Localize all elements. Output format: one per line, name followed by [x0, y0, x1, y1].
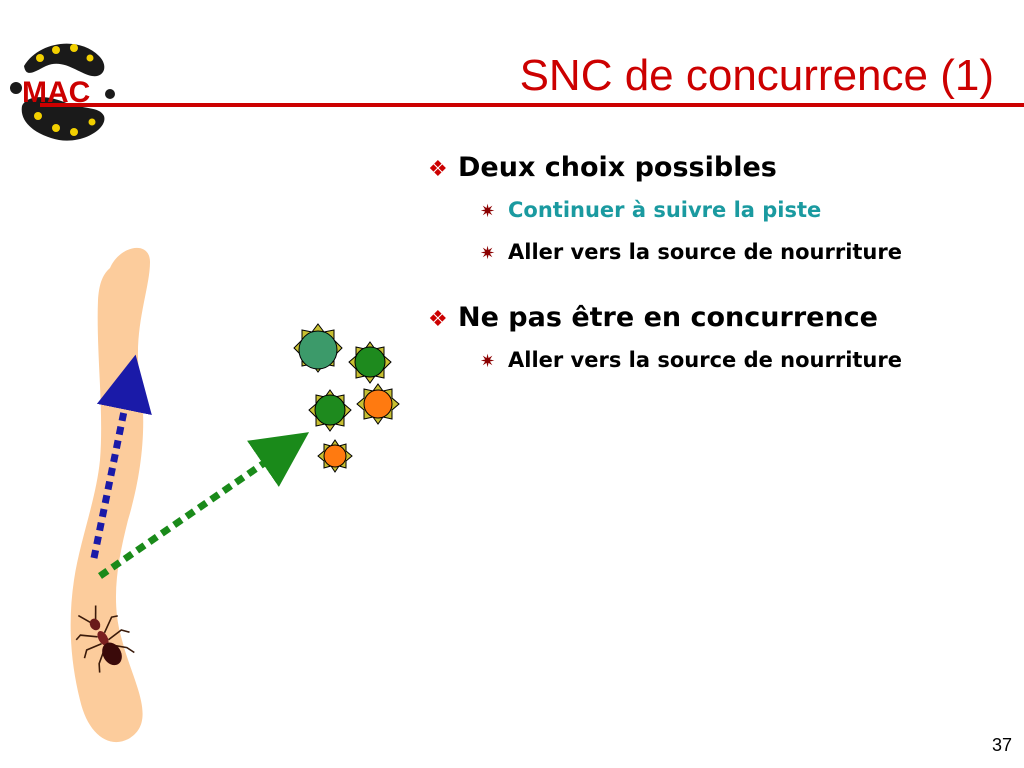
- bullet-text: Ne pas être en concurrence: [458, 302, 878, 333]
- ant-icon: [75, 605, 135, 673]
- sub-bullet-item-1-2: ✷ Aller vers la source de nourriture: [480, 232, 1008, 274]
- sub-bullet-text: Aller vers la source de nourriture: [508, 348, 902, 372]
- food-source-orange-2: [317, 439, 353, 473]
- bullet-item-2: ❖ Ne pas être en concurrence: [428, 298, 1008, 340]
- diamond-bullet-icon: ❖: [428, 307, 448, 332]
- slide-title: SNC de concurrence (1): [519, 51, 994, 100]
- arrow-follow-trail: [90, 354, 152, 559]
- pheromone-trail: [70, 247, 150, 743]
- sub-bullet-item-1-1: ✷ Continuer à suivre la piste: [480, 190, 1008, 232]
- food-source-orange-1: [356, 383, 400, 425]
- page-number: 37: [991, 735, 1012, 755]
- sub-bullet-text: Aller vers la source de nourriture: [508, 240, 902, 264]
- food-source-teal: [293, 323, 343, 373]
- asterisk-bullet-icon: ✷: [480, 243, 496, 264]
- asterisk-bullet-icon: ✷: [480, 201, 496, 222]
- arrow-to-food: [98, 432, 310, 579]
- bullet-item-1: ❖ Deux choix possibles: [428, 148, 1008, 190]
- bullet-text: Deux choix possibles: [458, 152, 777, 183]
- asterisk-bullet-icon: ✷: [480, 351, 496, 372]
- title-underline: [40, 103, 1024, 107]
- sub-bullet-text: Continuer à suivre la piste: [508, 198, 822, 222]
- sub-bullet-item-2-1: ✷ Aller vers la source de nourriture: [480, 340, 1008, 382]
- food-source-green-2: [308, 389, 352, 432]
- food-source-green-1: [348, 341, 392, 384]
- bullet-list: ❖ Deux choix possibles ✷ Continuer à sui…: [428, 148, 1008, 382]
- diamond-bullet-icon: ❖: [428, 157, 448, 182]
